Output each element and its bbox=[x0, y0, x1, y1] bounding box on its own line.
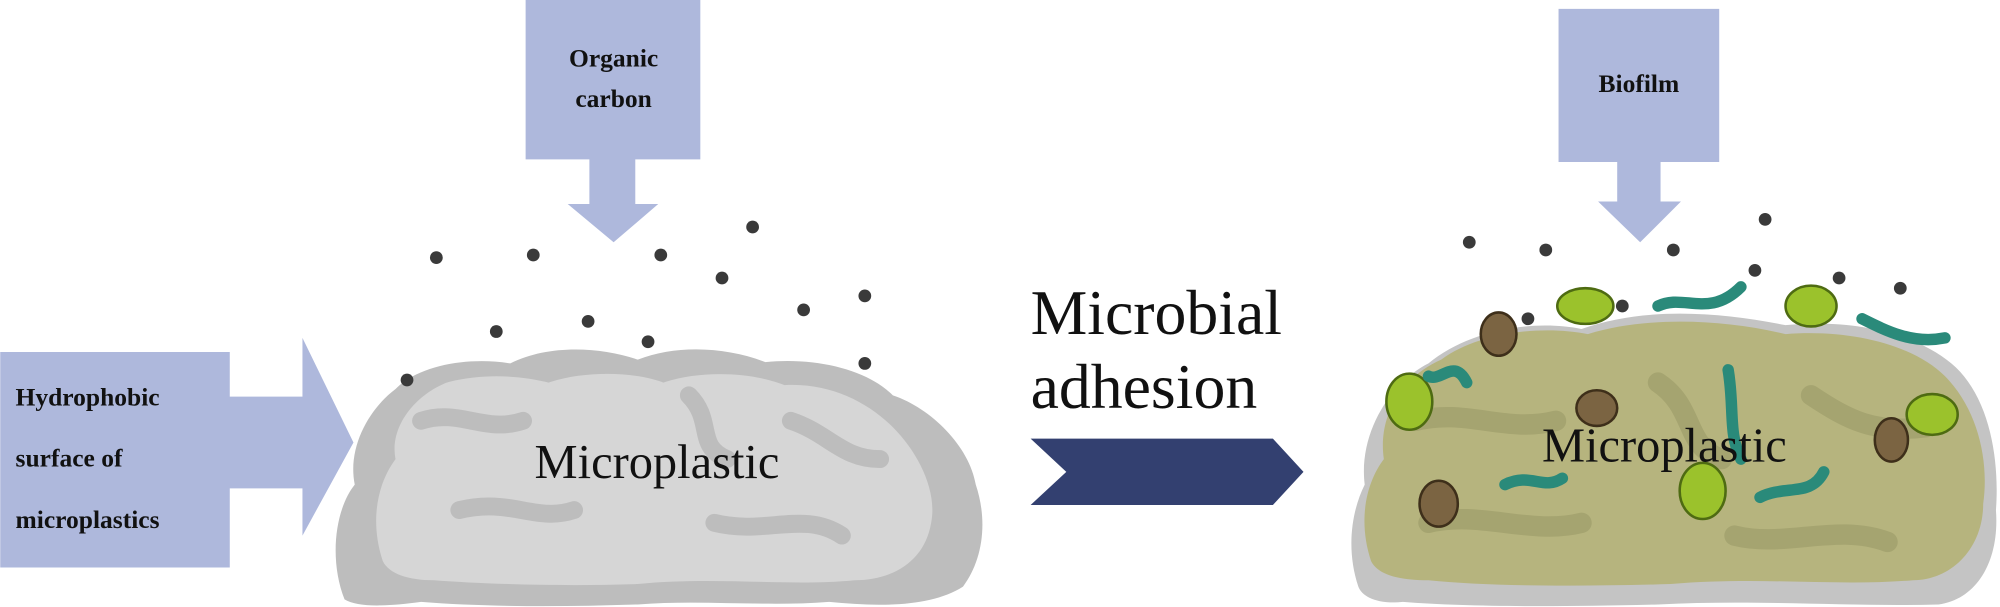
biofilm-particles bbox=[1462, 212, 1907, 326]
process-label-1: Microbial bbox=[1031, 277, 1282, 348]
hydrophobic-label-1: Hydrophobic bbox=[16, 383, 160, 412]
biofilm-arrow: Biofilm bbox=[1558, 8, 1720, 243]
brown-protozoa bbox=[1418, 311, 1910, 528]
process-label-2: adhesion bbox=[1031, 351, 1258, 422]
microbial-adhesion-step: Microbial adhesion bbox=[1031, 277, 1304, 505]
biofilm-label: Biofilm bbox=[1599, 69, 1680, 98]
teal-bacteria bbox=[1422, 281, 1951, 504]
process-arrow-icon bbox=[1030, 438, 1304, 505]
organic-carbon-particles bbox=[400, 220, 872, 387]
organic-carbon-arrow: Organic carbon bbox=[525, 0, 701, 243]
organic-carbon-label-1: Organic bbox=[569, 43, 658, 72]
hydrophobic-label-3: microplastics bbox=[16, 505, 160, 534]
microplastic-with-biofilm: Microplastic bbox=[1351, 281, 1997, 607]
organic-carbon-label-2: carbon bbox=[575, 84, 652, 113]
microplastic-particle: Microplastic bbox=[335, 349, 983, 607]
hydrophobic-label-2: surface of bbox=[16, 444, 123, 473]
microplastic-label-after: Microplastic bbox=[1542, 420, 1787, 473]
hydrophobic-surface-arrow: Hydrophobic surface of microplastics bbox=[0, 337, 354, 568]
microplastic-label-before: Microplastic bbox=[535, 436, 780, 489]
green-bacteria bbox=[1385, 284, 1959, 521]
